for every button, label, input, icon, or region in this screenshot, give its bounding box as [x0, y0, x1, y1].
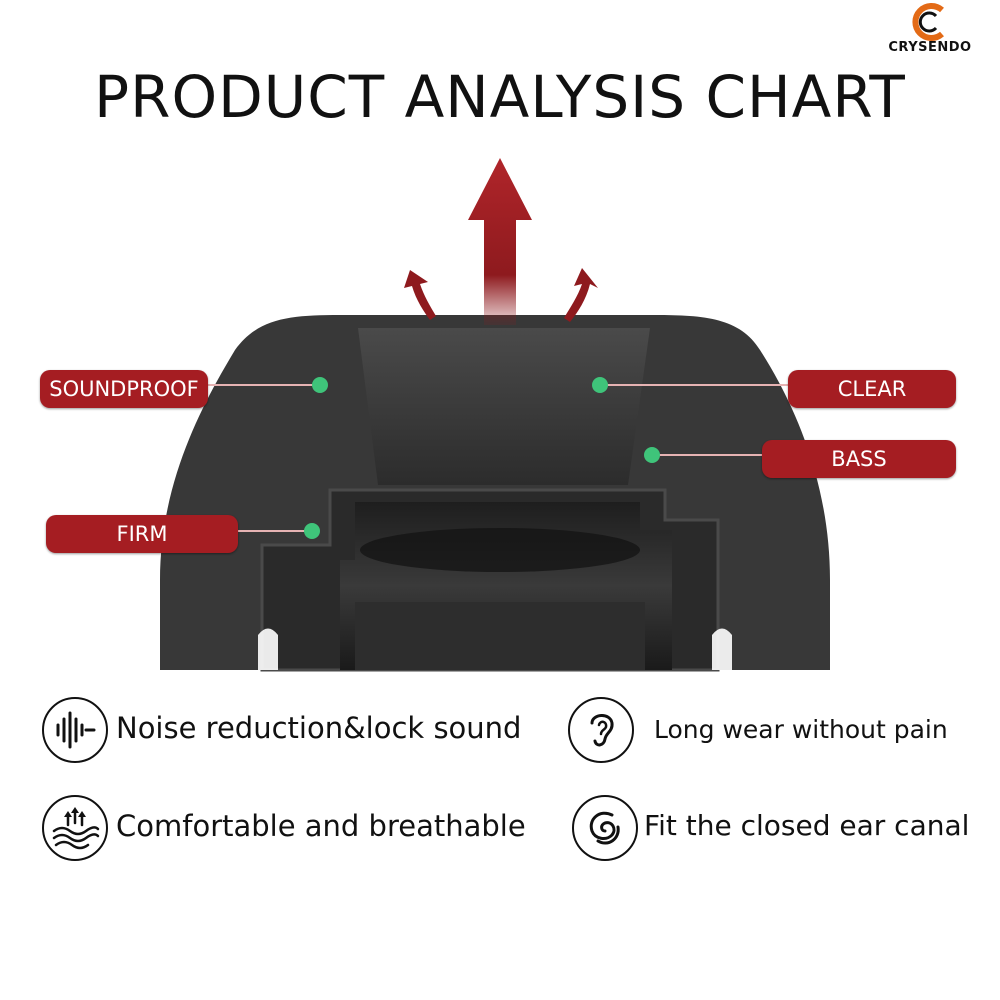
feature-text: Fit the closed ear canal [644, 809, 970, 842]
marker-soundproof [312, 377, 328, 393]
feature-text: Noise reduction&lock sound [116, 711, 522, 745]
sound-channel [358, 328, 650, 485]
right-curved-arrow [564, 268, 598, 322]
marker-firm [304, 523, 320, 539]
brand-logo: CRYSENDO [870, 2, 990, 62]
breathable-waves-icon [42, 795, 108, 861]
left-curved-arrow [404, 270, 436, 320]
feature-text: Long wear without pain [654, 715, 948, 744]
label-bass: BASS [762, 440, 956, 478]
ear-icon [568, 697, 634, 763]
feature-noise-reduction: Noise reduction&lock sound [42, 697, 552, 767]
spiral-fit-icon [572, 795, 638, 861]
sound-wave-icon [42, 697, 108, 763]
feature-fit: Fit the closed ear canal [572, 795, 992, 865]
feature-breathable: Comfortable and breathable [42, 795, 552, 865]
brand-c-icon [912, 3, 944, 41]
ear-tip-diagram [160, 158, 830, 672]
label-soundproof: SOUNDPROOF [40, 370, 208, 408]
page-title: PRODUCT ANALYSIS CHART [94, 63, 906, 131]
label-clear: CLEAR [788, 370, 956, 408]
marker-bass [644, 447, 660, 463]
label-firm: FIRM [46, 515, 238, 553]
feature-long-wear: Long wear without pain [568, 697, 988, 767]
feature-text: Comfortable and breathable [116, 809, 526, 843]
marker-clear [592, 377, 608, 393]
main-arrow [468, 158, 532, 325]
brand-name: CRYSENDO [888, 40, 972, 55]
